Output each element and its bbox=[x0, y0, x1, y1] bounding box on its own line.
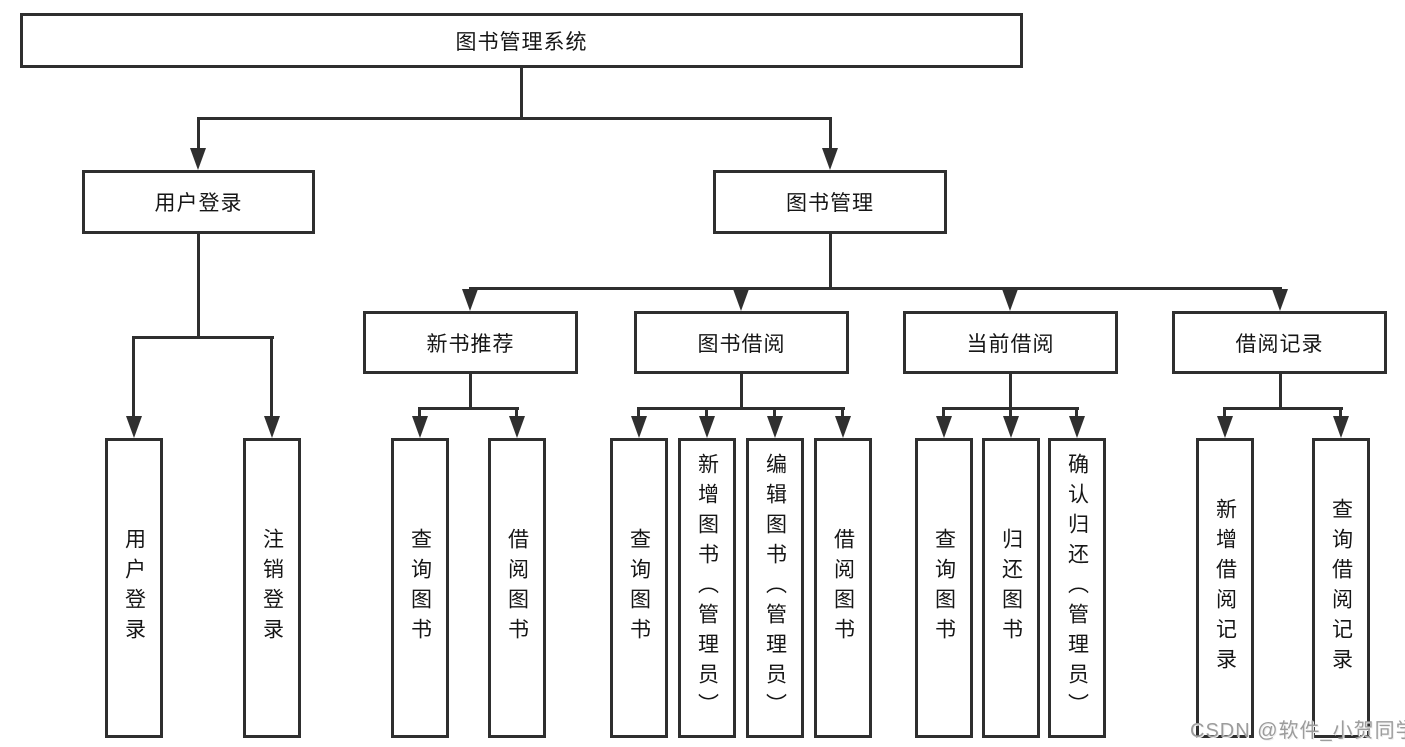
connector bbox=[197, 117, 200, 151]
connector bbox=[520, 68, 523, 117]
connector bbox=[197, 117, 832, 120]
arrowhead-icon bbox=[412, 416, 428, 438]
leaf-logout: 注销登录 bbox=[243, 438, 301, 738]
arrowhead-icon bbox=[509, 416, 525, 438]
connector bbox=[637, 407, 845, 410]
arrowhead-icon bbox=[1217, 416, 1233, 438]
node-label: 图书借阅 bbox=[697, 332, 786, 356]
connector bbox=[841, 407, 844, 421]
arrowhead-icon bbox=[822, 148, 838, 170]
node-label: 新书推荐 bbox=[426, 332, 515, 356]
node-label: 图书管理 bbox=[786, 192, 874, 215]
arrowhead-icon bbox=[767, 416, 783, 438]
connector bbox=[469, 374, 472, 407]
arrowhead-icon bbox=[1069, 416, 1085, 438]
node-borrow-records: 借阅记录 bbox=[1172, 311, 1387, 374]
connector bbox=[1223, 407, 1226, 421]
node-root-system: 图书管理系统 bbox=[20, 13, 1023, 68]
leaf-query-books-borrowing: 查询图书 bbox=[610, 438, 668, 738]
arrowhead-icon bbox=[936, 416, 952, 438]
node-new-book-recommend: 新书推荐 bbox=[363, 311, 578, 374]
node-user-login-module: 用户登录 bbox=[82, 170, 315, 234]
leaf-label: 借阅图书 bbox=[831, 528, 855, 648]
arrowhead-icon bbox=[462, 289, 478, 311]
connector bbox=[418, 407, 421, 421]
leaf-query-borrow-record: 查询借阅记录 bbox=[1312, 438, 1370, 738]
connector bbox=[1279, 374, 1282, 407]
csdn-watermark: CSDN @软件_小贺同学 bbox=[1190, 720, 1405, 742]
node-label: 借阅记录 bbox=[1235, 332, 1324, 356]
arrowhead-icon bbox=[264, 416, 280, 438]
connector bbox=[942, 407, 945, 421]
connector bbox=[637, 407, 640, 421]
connector bbox=[705, 407, 708, 421]
connector bbox=[740, 374, 743, 407]
node-label: 当前借阅 bbox=[966, 332, 1055, 356]
leaf-label: 用户登录 bbox=[122, 528, 146, 648]
leaf-label: 查询图书 bbox=[932, 528, 956, 648]
connector bbox=[1075, 407, 1078, 421]
leaf-label: 新增图书（管理员） bbox=[695, 453, 719, 723]
connector bbox=[197, 234, 200, 336]
arrowhead-icon bbox=[699, 416, 715, 438]
connector bbox=[1009, 374, 1012, 407]
connector bbox=[132, 336, 135, 418]
connector bbox=[1009, 407, 1012, 421]
arrowhead-icon bbox=[126, 416, 142, 438]
arrowhead-icon bbox=[190, 148, 206, 170]
arrowhead-icon bbox=[835, 416, 851, 438]
leaf-add-borrow-record: 新增借阅记录 bbox=[1196, 438, 1254, 738]
arrowhead-icon bbox=[1003, 416, 1019, 438]
node-current-borrowing: 当前借阅 bbox=[903, 311, 1118, 374]
leaf-add-books-admin: 新增图书（管理员） bbox=[678, 438, 736, 738]
arrowhead-icon bbox=[1272, 289, 1288, 311]
connector bbox=[515, 407, 518, 421]
leaf-edit-books-admin: 编辑图书（管理员） bbox=[746, 438, 804, 738]
connector bbox=[829, 234, 832, 287]
leaf-query-books-recommend: 查询图书 bbox=[391, 438, 449, 738]
connector bbox=[418, 407, 519, 410]
leaf-borrow-books: 借阅图书 bbox=[814, 438, 872, 738]
connector bbox=[773, 407, 776, 421]
node-book-borrowing: 图书借阅 bbox=[634, 311, 849, 374]
leaf-label: 确认归还（管理员） bbox=[1065, 453, 1089, 723]
leaf-label: 查询借阅记录 bbox=[1329, 498, 1353, 678]
arrowhead-icon bbox=[1002, 289, 1018, 311]
arrowhead-icon bbox=[631, 416, 647, 438]
leaf-label: 查询图书 bbox=[627, 528, 651, 648]
leaf-label: 查询图书 bbox=[408, 528, 432, 648]
leaf-label: 借阅图书 bbox=[505, 528, 529, 648]
node-book-management-module: 图书管理 bbox=[713, 170, 947, 234]
leaf-label: 新增借阅记录 bbox=[1213, 498, 1237, 678]
leaf-user-login: 用户登录 bbox=[105, 438, 163, 738]
connector bbox=[829, 117, 832, 151]
arrowhead-icon bbox=[733, 289, 749, 311]
leaf-borrow-books-recommend: 借阅图书 bbox=[488, 438, 546, 738]
leaf-return-books: 归还图书 bbox=[982, 438, 1040, 738]
leaf-label: 注销登录 bbox=[260, 528, 284, 648]
node-label: 用户登录 bbox=[154, 192, 243, 215]
connector bbox=[469, 287, 1282, 290]
connector bbox=[1339, 407, 1342, 421]
connector bbox=[270, 336, 273, 418]
leaf-label: 编辑图书（管理员） bbox=[763, 453, 787, 723]
leaf-confirm-return-admin: 确认归还（管理员） bbox=[1048, 438, 1106, 738]
leaf-label: 归还图书 bbox=[999, 528, 1023, 648]
arrowhead-icon bbox=[1333, 416, 1349, 438]
node-root-label: 图书管理系统 bbox=[455, 30, 588, 54]
leaf-query-books-current: 查询图书 bbox=[915, 438, 973, 738]
connector bbox=[132, 336, 274, 339]
connector bbox=[1223, 407, 1343, 410]
